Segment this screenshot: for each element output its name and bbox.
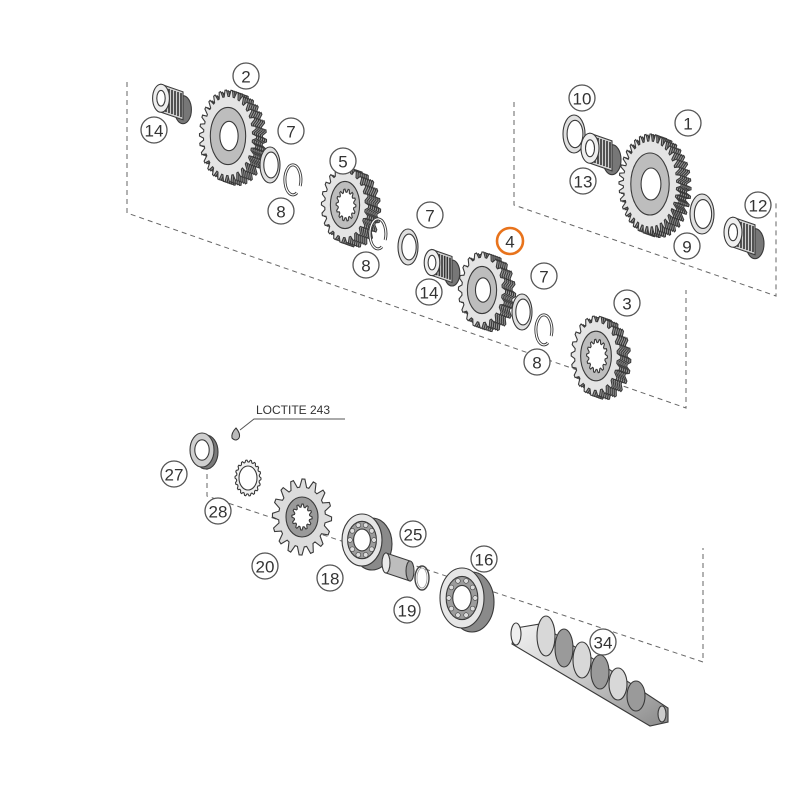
callout-label: 1	[683, 115, 692, 134]
washer-icon	[689, 193, 715, 235]
callout-label: 16	[475, 551, 494, 570]
callout-28[interactable]: 28	[204, 497, 232, 525]
callout-label: 18	[321, 570, 340, 589]
callout-label: 3	[622, 295, 631, 314]
sprocket-icon	[271, 478, 333, 556]
callout-label: 2	[241, 68, 250, 87]
callout-label: 25	[404, 526, 423, 545]
callout-label: 4	[505, 233, 514, 252]
assembly-outline-upper	[126, 82, 687, 409]
callout-34[interactable]: 34	[589, 628, 617, 656]
gear-icon	[618, 133, 692, 239]
callout-label: 14	[420, 284, 439, 303]
callout-label: 27	[165, 466, 184, 485]
ball-bearing-icon	[439, 567, 495, 633]
callout-label: 14	[145, 122, 164, 141]
callout-5[interactable]: 5	[329, 147, 357, 175]
callout-label: 8	[532, 354, 541, 373]
callout-label: 20	[256, 558, 275, 577]
callout-label: 7	[425, 207, 434, 226]
callout-label: 12	[749, 197, 768, 216]
callout-12[interactable]: 12	[744, 191, 772, 219]
thrust-washer-icon	[397, 228, 419, 266]
o-ring-icon	[414, 565, 430, 591]
callout-label: 7	[539, 268, 548, 287]
callout-18[interactable]: 18	[316, 564, 344, 592]
callout-16[interactable]: 16	[470, 545, 498, 573]
callout-label: 13	[574, 173, 593, 192]
callout-9[interactable]: 9	[673, 232, 701, 260]
shaft-seal-icon	[189, 432, 219, 470]
callout-7[interactable]: 7	[277, 117, 305, 145]
thrust-washer-icon	[259, 146, 281, 184]
callout-label: 5	[338, 153, 347, 172]
callout-2[interactable]: 2	[232, 62, 260, 90]
main-shaft-icon	[510, 615, 669, 727]
thrust-washer-icon	[511, 293, 533, 331]
callout-3[interactable]: 3	[613, 289, 641, 317]
callout-label: 19	[398, 602, 417, 621]
callout-label: 34	[594, 634, 613, 653]
callout-label: 8	[361, 257, 370, 276]
circlip-icon	[368, 217, 388, 251]
callout-20[interactable]: 20	[251, 552, 279, 580]
callout-10[interactable]: 10	[568, 84, 596, 112]
callout-label: 10	[573, 90, 592, 109]
callouts-layer: 2 14 7 8 5 7 8 14 4 7 8 3 10 1 13 9 12 27 28 20 25 18 19 16 34	[140, 62, 772, 656]
washer-icon	[562, 114, 586, 154]
needle-bearing-icon	[723, 216, 765, 260]
gear-icon	[198, 89, 268, 187]
gear-icon	[320, 166, 382, 248]
callout-8[interactable]: 8	[352, 251, 380, 279]
callout-27[interactable]: 27	[160, 460, 188, 488]
parts-layer	[152, 83, 765, 727]
callout-14[interactable]: 14	[140, 116, 168, 144]
callout-label: 28	[209, 503, 228, 522]
gear-icon	[457, 251, 517, 333]
lock-washer-icon	[234, 459, 262, 497]
callout-8[interactable]: 8	[523, 348, 551, 376]
callout-label: 7	[286, 123, 295, 142]
assembly-outline-right	[513, 102, 777, 297]
callout-19[interactable]: 19	[393, 596, 421, 624]
ball-bearing-icon	[341, 513, 393, 571]
callout-14[interactable]: 14	[415, 278, 443, 306]
callout-1[interactable]: 1	[674, 109, 702, 137]
loctite-note: LOCTITE 243	[256, 403, 330, 417]
callout-7[interactable]: 7	[416, 201, 444, 229]
callout-4-highlighted[interactable]: 4	[495, 226, 525, 256]
loctite-leader	[239, 418, 345, 431]
callout-25[interactable]: 25	[399, 520, 427, 548]
callout-label: 9	[682, 238, 691, 257]
circlip-icon	[534, 313, 554, 347]
callout-label: 8	[276, 203, 285, 222]
callout-13[interactable]: 13	[569, 167, 597, 195]
gear-icon	[570, 315, 632, 401]
bushing-icon	[381, 552, 415, 582]
needle-bearing-icon	[152, 83, 192, 125]
assembly-outline-lower	[206, 465, 704, 663]
needle-bearing-icon	[423, 248, 461, 287]
callout-8[interactable]: 8	[267, 197, 295, 225]
circlip-icon	[283, 163, 303, 197]
loctite-drop-icon	[231, 427, 241, 441]
needle-bearing-icon	[580, 132, 622, 176]
callout-7[interactable]: 7	[530, 262, 558, 290]
